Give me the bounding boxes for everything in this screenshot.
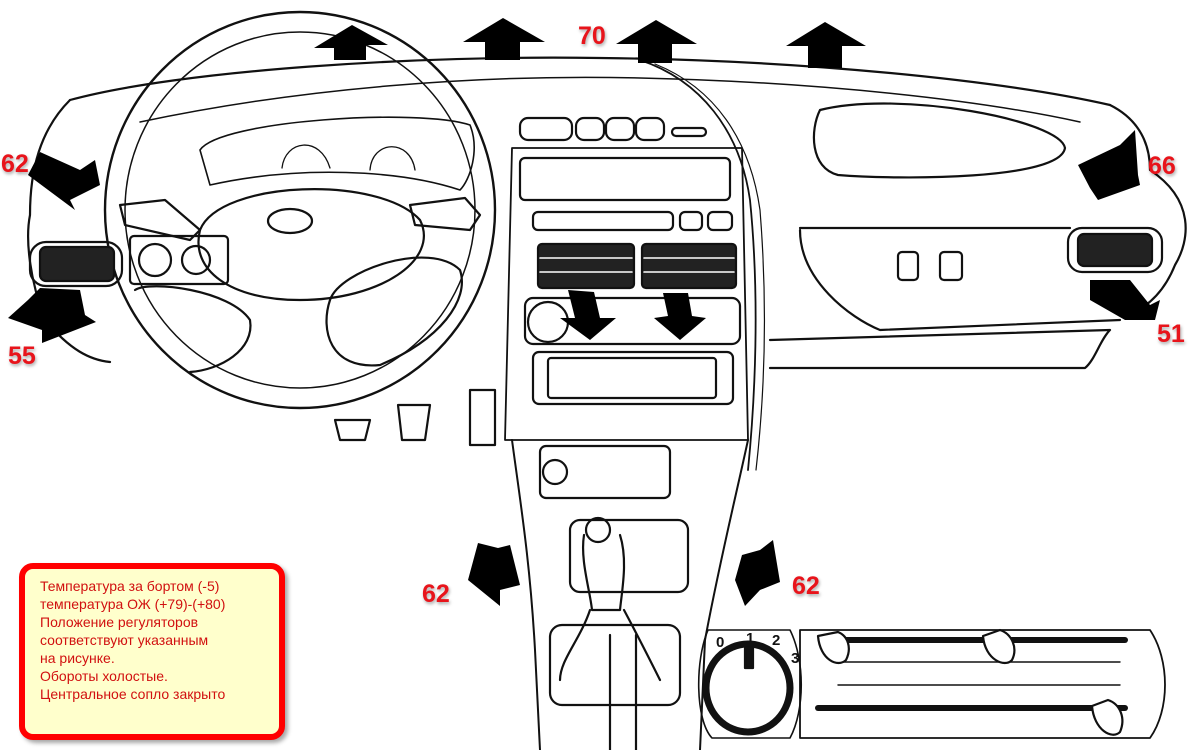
steering-wheel-rim — [103, 10, 497, 410]
fan-dial-label-3: 3 — [791, 650, 800, 667]
measurement-left-vent: 55 — [8, 342, 36, 370]
radio-display — [518, 156, 732, 202]
arrow-left-window — [28, 152, 100, 210]
arrow-footwell-left — [468, 543, 520, 606]
heater-control-panel — [799, 629, 1166, 739]
arrow-footwell-right — [735, 540, 780, 606]
dashboard-top-edge — [68, 56, 1112, 107]
note-line: соответствуют указанным — [40, 632, 209, 648]
fan-dial-label-2: 2 — [772, 632, 781, 649]
slider-knob-temperature[interactable] — [981, 628, 1016, 665]
instrument-cluster — [199, 116, 475, 191]
arrow-windshield-3 — [616, 20, 697, 63]
fan-dial-label-1: 1 — [746, 630, 755, 647]
note-line: Температура за бортом (-5) — [40, 578, 220, 594]
arrow-center-right — [654, 293, 706, 340]
left-side-vent — [28, 240, 124, 288]
slider-knob-recirculation[interactable] — [1090, 698, 1124, 736]
right-side-vent — [1066, 226, 1164, 274]
fan-speed-dial — [702, 640, 794, 736]
arrow-right-vent — [1090, 280, 1160, 320]
note-line: Центральное сопло закрыто — [40, 686, 226, 702]
gear-shifter — [548, 516, 682, 750]
arrow-windshield-1 — [314, 25, 388, 60]
dashboard-top-inner — [139, 76, 1081, 123]
center-vent-right — [640, 242, 738, 290]
arrow-left-vent — [8, 288, 96, 343]
note-line: температура ОЖ (+79)-(+80) — [40, 596, 226, 612]
center-vent-left — [536, 242, 636, 290]
storage-pocket — [531, 350, 735, 406]
measurement-left-window: 62 — [1, 150, 29, 178]
measurement-left-footwell: 62 — [422, 580, 450, 608]
measurement-windshield: 70 — [578, 22, 606, 50]
measurement-right-footwell: 62 — [792, 572, 820, 600]
arrow-center-left — [560, 290, 616, 340]
steering-wheel-hub — [197, 188, 425, 302]
headlight-switch-panel — [128, 234, 230, 286]
arrow-windshield-2 — [463, 18, 545, 60]
arrow-right-window — [1078, 130, 1140, 200]
measurement-right-vent: 51 — [1157, 320, 1185, 348]
arrow-windshield-4 — [786, 22, 866, 68]
test-conditions-note: Температура за бортом (-5) температура О… — [19, 563, 285, 740]
fan-dial-label-0: 0 — [716, 634, 725, 651]
note-line: Положение регуляторов — [40, 614, 199, 630]
note-line: на рисунке. — [40, 650, 115, 666]
center-stack — [504, 147, 749, 441]
measurement-right-window: 66 — [1148, 152, 1176, 180]
note-line: Обороты холостые. — [40, 668, 168, 684]
slider-knob-distribution[interactable] — [816, 630, 850, 665]
